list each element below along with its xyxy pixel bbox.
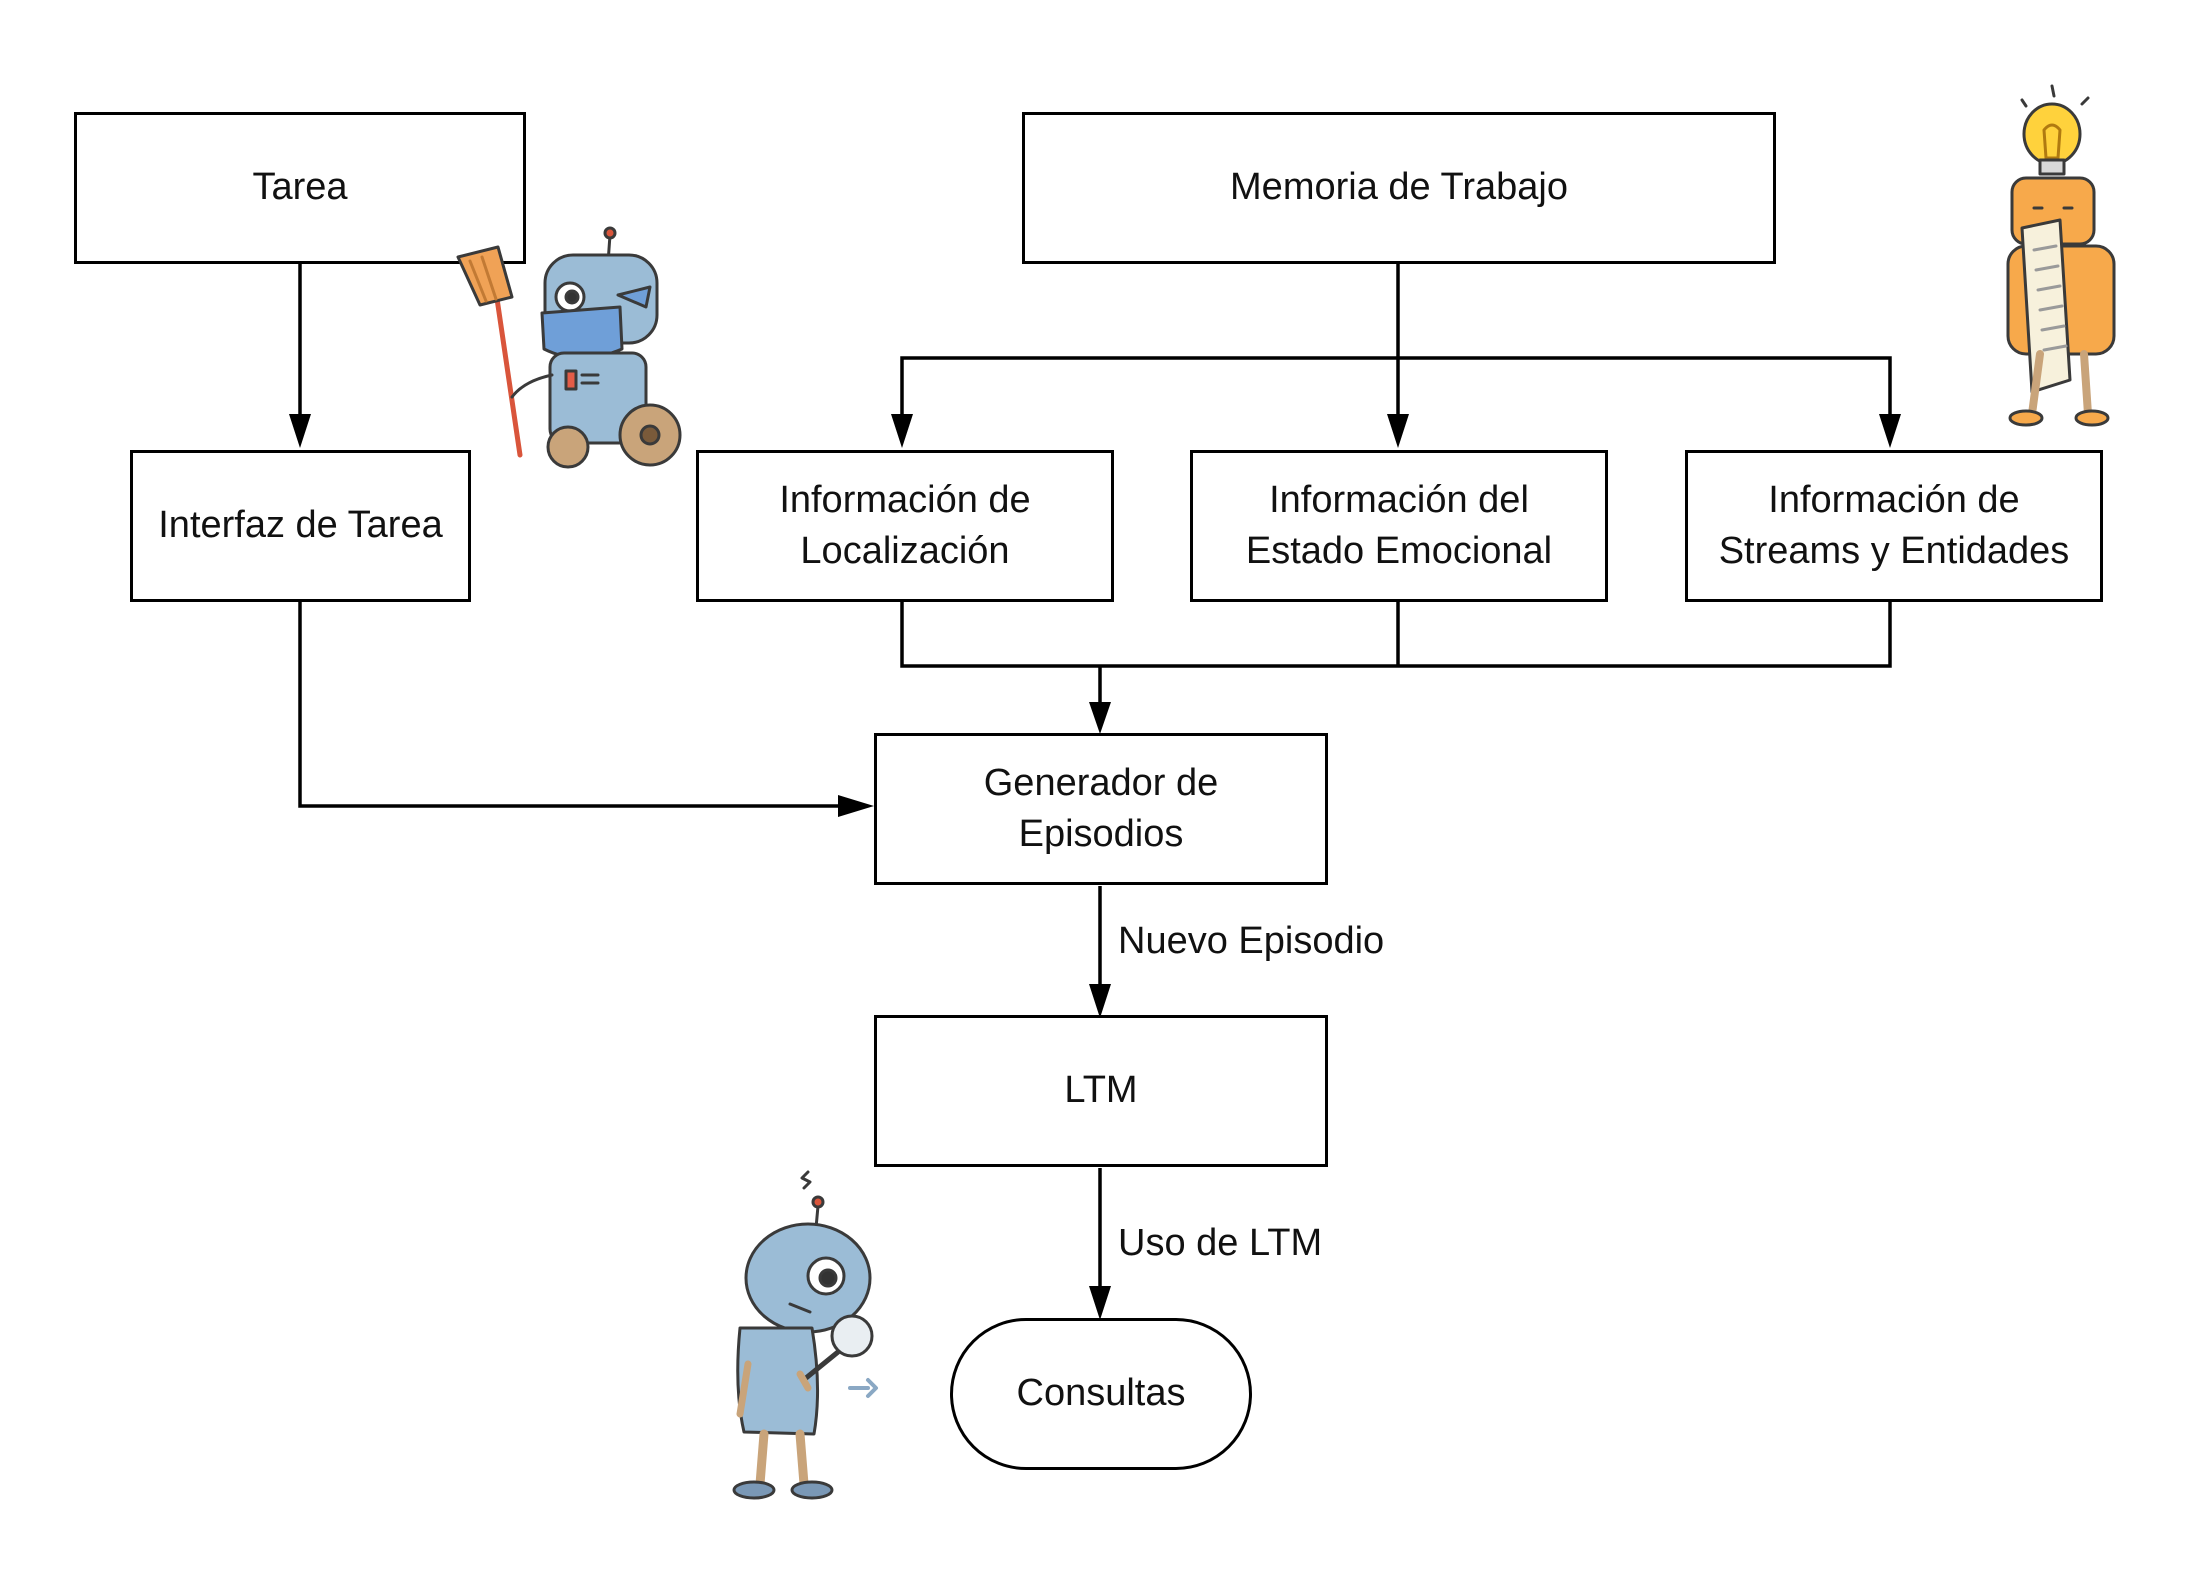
node-generador-de-episodios: Generador de Episodios xyxy=(874,733,1328,885)
node-informacion-streams-entidades: Información de Streams y Entidades xyxy=(1685,450,2103,602)
arrowhead xyxy=(1089,702,1111,734)
node-tarea: Tarea xyxy=(74,112,526,264)
arrowhead xyxy=(289,414,311,448)
node-informacion-localizacion: Información de Localización xyxy=(696,450,1114,602)
node-interfaz-de-tarea: Interfaz de Tarea xyxy=(130,450,471,602)
node-memoria-de-trabajo: Memoria de Trabajo xyxy=(1022,112,1776,264)
cleaning-robot-icon xyxy=(456,226,682,469)
edge-info-merge xyxy=(900,602,1892,668)
arrowhead xyxy=(838,795,874,817)
edge-memoria-branch xyxy=(900,356,1892,420)
node-informacion-estado-emocional: Información del Estado Emocional xyxy=(1190,450,1608,602)
edge-interfaz-generador xyxy=(298,602,842,808)
arrowhead xyxy=(1879,414,1901,448)
idea-robot-icon xyxy=(2006,84,2116,427)
arrowhead xyxy=(1089,1286,1111,1320)
edge-label-nuevo-episodio: Nuevo Episodio xyxy=(1118,920,1385,962)
node-consultas: Consultas xyxy=(950,1318,1252,1470)
arrowhead xyxy=(1387,414,1409,448)
arrowhead xyxy=(891,414,913,448)
arrowhead xyxy=(1089,984,1111,1018)
node-ltm: LTM xyxy=(874,1015,1328,1167)
edge-label-uso-de-ltm: Uso de LTM xyxy=(1118,1222,1323,1264)
searching-robot-icon xyxy=(732,1170,878,1500)
